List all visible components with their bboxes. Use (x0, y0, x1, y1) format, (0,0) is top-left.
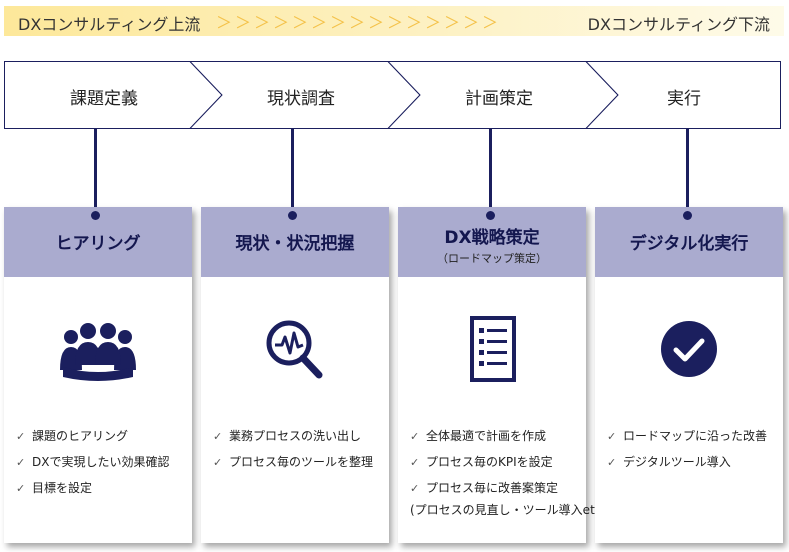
list-item: ✓業務プロセスの洗い出し (213, 429, 362, 443)
card-hearing: ヒアリング ✓課題のヒアリング ✓DXで実現したい効果確認 ✓目標を設定 (4, 207, 192, 543)
connector-line-4 (686, 129, 689, 215)
flow-band: DXコンサルティング上流 ＞＞＞＞＞＞＞＞＞＞＞＞＞＞＞ DXコンサルティング下… (4, 6, 784, 36)
check-mark-icon: ✓ (213, 456, 223, 469)
card-items: ✓課題のヒアリング ✓DXで実現したい効果確認 ✓目標を設定 (16, 427, 169, 505)
people-icon (60, 323, 136, 381)
card-title: DX戦略策定 (444, 228, 540, 248)
list-item: ✓プロセス毎に改善案策定 (410, 481, 559, 495)
card-current-state: 現状・状況把握 ✓業務プロセスの洗い出し ✓プロセス毎のツールを整理 (201, 207, 389, 543)
card-items: ✓ロードマップに沿った改善 ✓デジタルツール導入 (607, 427, 767, 479)
connector-dot-2 (288, 211, 297, 220)
card-items: ✓業務プロセスの洗い出し ✓プロセス毎のツールを整理 (213, 427, 373, 479)
check-mark-icon: ✓ (410, 430, 420, 443)
step-current-survey: 現状調査 (267, 89, 335, 109)
card-digitalization: デジタル化実行 ✓ロードマップに沿った改善 ✓デジタルツール導入 (595, 207, 783, 543)
list-item: ✓全体最適で計画を作成 (410, 429, 547, 443)
connector-dot-3 (486, 211, 495, 220)
card-title: 現状・状況把握 (235, 234, 355, 254)
card-subtitle: （ロードマップ策定） (437, 252, 547, 265)
flow-arrows: ＞＞＞＞＞＞＞＞＞＞＞＞＞＞＞ (216, 13, 502, 32)
check-mark-icon: ✓ (607, 456, 617, 469)
list-item: ✓DXで実現したい効果確認 (16, 455, 170, 469)
downstream-label: DXコンサルティング下流 (587, 15, 770, 34)
card-items: ✓全体最適で計画を作成 ✓プロセス毎のKPIを設定 ✓プロセス毎に改善案策定 (… (410, 427, 606, 527)
list-item: ✓デジタルツール導入 (607, 455, 731, 469)
card-note: (プロセスの見直し・ツール導入etc) (410, 503, 607, 517)
connector-dot-1 (91, 211, 100, 220)
check-mark-icon: ✓ (607, 430, 617, 443)
step-define-issue: 課題定義 (70, 89, 138, 109)
check-mark-icon: ✓ (410, 482, 420, 495)
card-title: デジタル化実行 (629, 234, 749, 254)
check-mark-icon: ✓ (16, 456, 26, 469)
list-item: ✓ロードマップに沿った改善 (607, 429, 768, 443)
process-steps: 課題定義 現状調査 計画策定 実行 (4, 61, 781, 129)
connector-line-1 (94, 129, 97, 215)
connector-dot-4 (683, 211, 692, 220)
card-dx-strategy: DX戦略策定 （ロードマップ策定） ✓全体最適で計画を作成 ✓プロセス毎のKPI… (398, 207, 606, 543)
check-mark-icon: ✓ (16, 430, 26, 443)
card-header: DX戦略策定 （ロードマップ策定） (398, 207, 586, 277)
list-item: ✓課題のヒアリング (16, 429, 129, 443)
check-mark-icon: ✓ (410, 456, 420, 469)
check-mark-icon: ✓ (213, 430, 223, 443)
check-circle-icon (661, 321, 717, 377)
list-item: ✓目標を設定 (16, 481, 93, 495)
connector-line-2 (291, 129, 294, 215)
connector-line-3 (489, 129, 492, 215)
list-item: ✓プロセス毎のKPIを設定 (410, 455, 553, 469)
step-chevrons-outline (4, 61, 781, 129)
step-execution: 実行 (667, 89, 701, 109)
checklist-icon (470, 316, 516, 382)
step-planning: 計画策定 (465, 89, 533, 109)
upstream-label: DXコンサルティング上流 (18, 15, 201, 34)
card-title: ヒアリング (55, 234, 141, 254)
check-mark-icon: ✓ (16, 482, 26, 495)
list-item: ✓プロセス毎のツールを整理 (213, 455, 374, 469)
magnifier-pulse-icon (266, 320, 323, 379)
